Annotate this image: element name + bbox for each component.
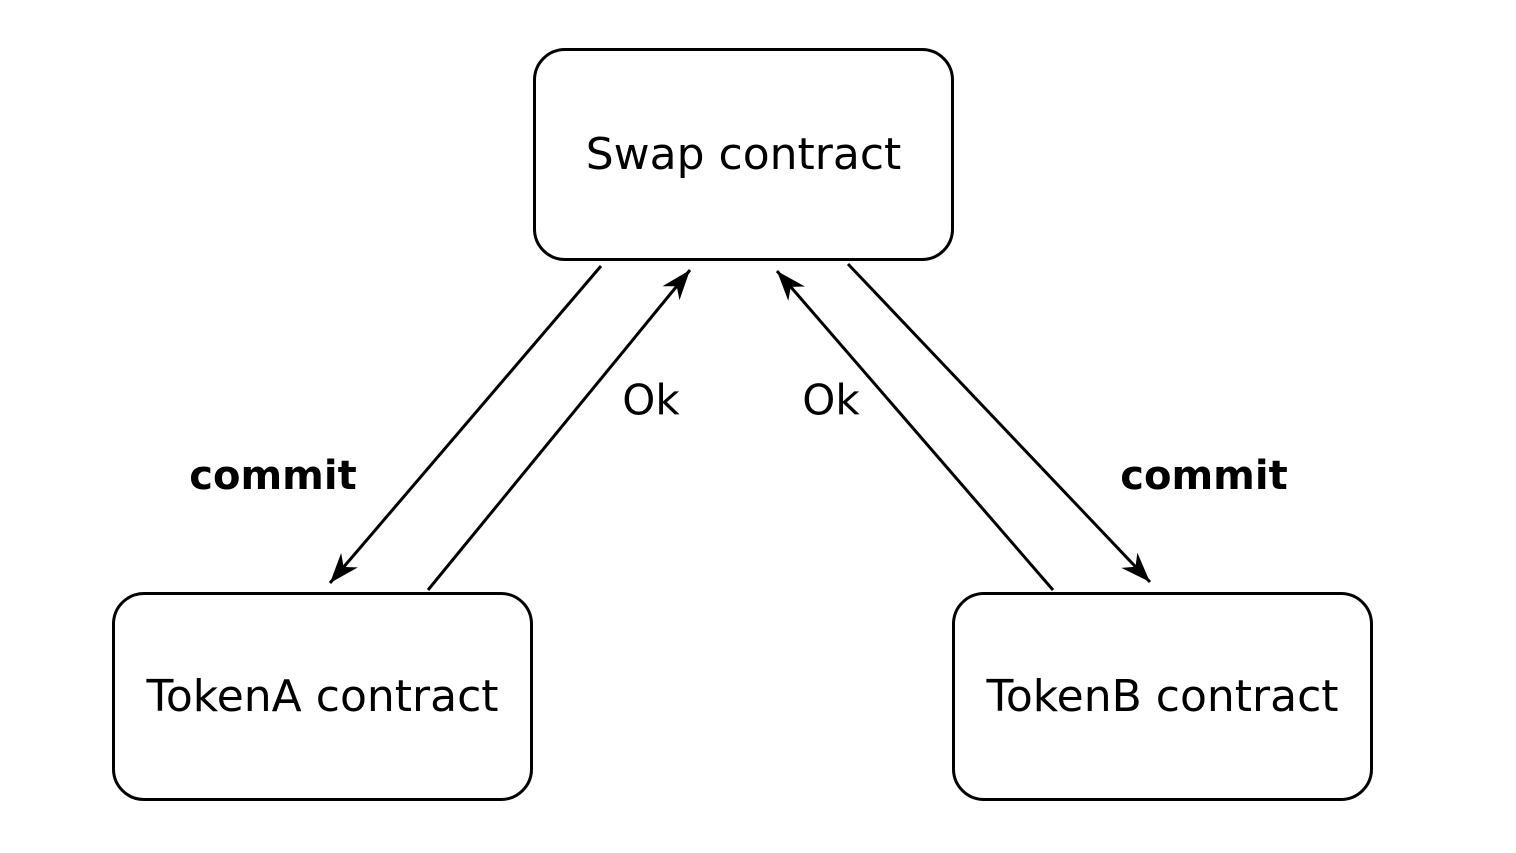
node-tokenb-contract: TokenB contract [952, 592, 1373, 801]
arrow-ok-tokena-to-swap [426, 269, 692, 591]
node-swap-contract: Swap contract [533, 48, 954, 261]
node-tokena-contract: TokenA contract [112, 592, 533, 801]
edge-label-commit-left: commit [189, 453, 357, 499]
edge-label-commit-right: commit [1120, 453, 1288, 499]
node-swap-contract-label: Swap contract [585, 129, 902, 180]
arrow-commit-swap-to-tokena [328, 265, 603, 584]
node-tokena-contract-label: TokenA contract [146, 671, 499, 722]
edge-label-ok-left: Ok [622, 375, 680, 425]
edge-label-ok-right: Ok [802, 375, 860, 425]
arrow-commit-swap-to-tokenb [846, 262, 1152, 584]
node-tokenb-contract-label: TokenB contract [986, 671, 1339, 722]
arrow-ok-tokenb-to-swap [775, 270, 1055, 591]
